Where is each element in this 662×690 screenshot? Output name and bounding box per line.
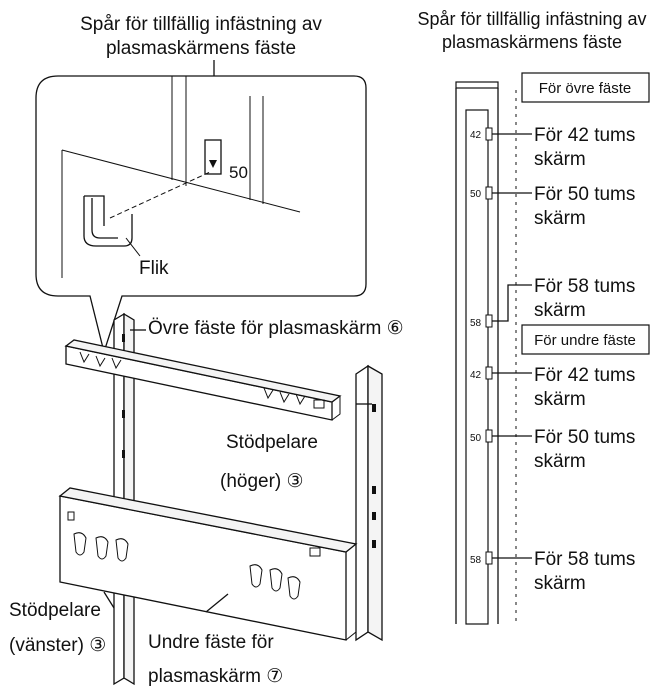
right-support-pillar — [355, 364, 383, 642]
left-pillar-label-line2: (vänster) ③ — [9, 635, 106, 656]
slot-rect — [204, 139, 222, 175]
svg-text:42: 42 — [470, 370, 482, 381]
lower-item-58: 58 För 58 tums skärm — [470, 549, 635, 594]
left-pillar-leader — [103, 591, 115, 609]
upper-item-50: 50 För 50 tums skärm — [470, 184, 635, 229]
svg-text:För undre fäste: För undre fäste — [534, 332, 636, 349]
lower-bracket-label-line2: plasmaskärm ⑦ — [148, 666, 283, 687]
svg-text:skärm: skärm — [534, 149, 586, 170]
svg-text:58: 58 — [470, 318, 482, 329]
lower-bracket-leader — [205, 593, 229, 613]
svg-text:För 50 tums: För 50 tums — [534, 184, 635, 205]
lower-item-42: 42 För 42 tums skärm — [470, 365, 635, 410]
right-pillar-label-line2: (höger) ③ — [220, 471, 304, 492]
pillar-profile — [455, 81, 517, 625]
detail-callout — [35, 75, 367, 355]
flik-label: Flik — [139, 258, 169, 279]
svg-text:skärm: skärm — [534, 573, 586, 594]
arrow-down-icon — [209, 160, 217, 168]
right-title-line1: Spår för tillfällig infästning av — [417, 9, 646, 29]
svg-text:skärm: skärm — [534, 300, 586, 321]
left-pillar-label-line1: Stödpelare — [9, 600, 101, 621]
upper-item-58: 58 För 58 tums skärm — [470, 276, 635, 329]
svg-text:58: 58 — [470, 555, 482, 566]
svg-text:För 42 tums: För 42 tums — [534, 365, 635, 386]
svg-text:skärm: skärm — [534, 451, 586, 472]
upper-item-42: 42 För 42 tums skärm — [470, 125, 635, 170]
svg-text:För 50 tums: För 50 tums — [534, 427, 635, 448]
svg-text:För övre fäste: För övre fäste — [539, 80, 632, 97]
svg-text:50: 50 — [470, 189, 482, 200]
lower-item-50: 50 För 50 tums skärm — [470, 427, 635, 472]
lower-bracket — [58, 487, 358, 641]
upper-mount-box: För övre fäste — [521, 72, 650, 103]
svg-text:42: 42 — [470, 130, 482, 141]
right-title-line2: plasmaskärmens fäste — [442, 32, 622, 52]
slot-title-line2: plasmaskärmens fäste — [106, 38, 296, 59]
svg-text:För 42 tums: För 42 tums — [534, 125, 635, 146]
slot-number-label: 50 — [229, 163, 248, 182]
upper-bracket — [64, 339, 342, 421]
upper-bracket-label: Övre fäste för plasmaskärm ⑥ — [148, 318, 404, 339]
slot-title-line1: Spår för tillfällig infästning av — [80, 14, 322, 35]
lower-bracket-label-line1: Undre fäste för — [148, 632, 274, 653]
svg-text:För 58 tums: För 58 tums — [534, 549, 635, 570]
right-pillar-label-line1: Stödpelare — [226, 432, 318, 453]
svg-text:50: 50 — [470, 433, 482, 444]
svg-text:skärm: skärm — [534, 389, 586, 410]
svg-text:För 58 tums: För 58 tums — [534, 276, 635, 297]
lower-mount-box: För undre fäste — [521, 324, 650, 355]
svg-text:skärm: skärm — [534, 208, 586, 229]
